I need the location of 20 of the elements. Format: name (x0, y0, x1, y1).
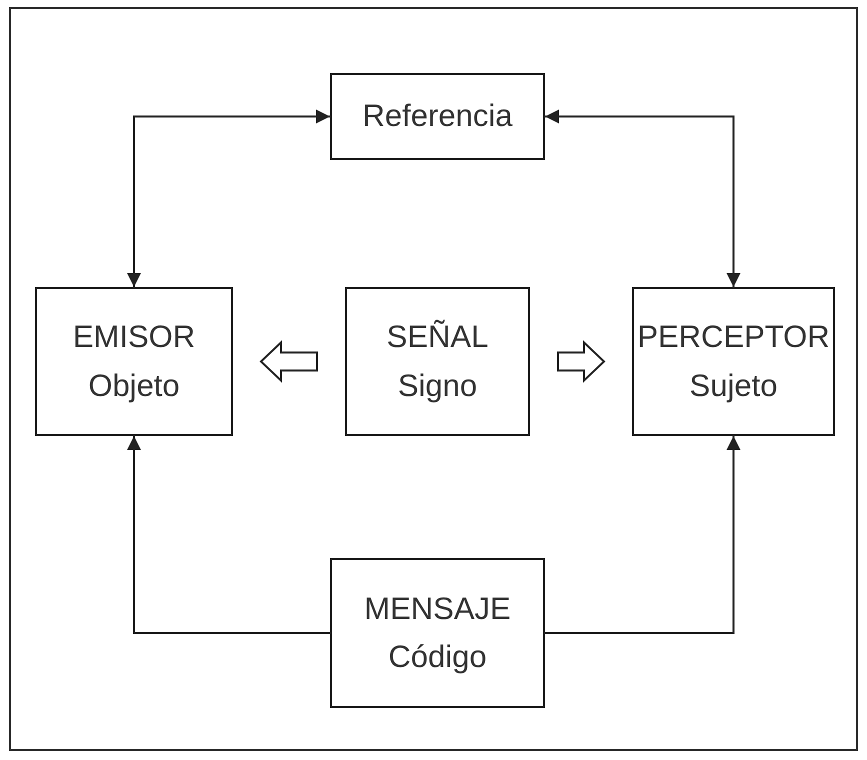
node-label: Objeto (88, 368, 180, 403)
node-label: Sujeto (690, 368, 778, 403)
message-box (330, 558, 545, 708)
node-title: MENSAJE (364, 592, 511, 626)
arrow (127, 436, 330, 634)
arrow (545, 110, 740, 287)
node-title: PERCEPTOR (637, 320, 830, 354)
node-label: Código (388, 640, 487, 674)
node-label: Signo (398, 368, 478, 403)
node-title: SEÑAL (386, 320, 488, 354)
receiver-box (632, 287, 835, 436)
node-label: Referencia (362, 99, 512, 134)
reference-box (330, 73, 545, 160)
sender-box (35, 287, 233, 436)
signal-box (345, 287, 530, 436)
node-title: EMISOR (72, 320, 196, 354)
block-arrow (260, 340, 318, 383)
arrow (127, 110, 330, 287)
block-arrow (557, 340, 606, 383)
arrow (545, 436, 740, 634)
